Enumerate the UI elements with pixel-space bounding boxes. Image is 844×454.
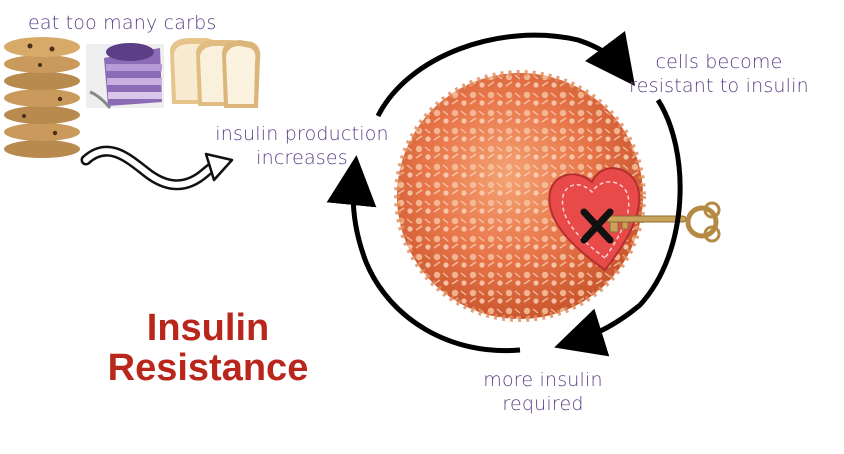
label-eat-carbs: eat too many carbs [28,12,217,34]
cycle-arrow-right [554,98,683,357]
cake-slice-image [86,43,164,109]
label-more-insulin-line-1: more insulin [483,369,603,391]
label-insulin-production-line-2: increases [256,147,348,169]
label-cells-resistant-line-1: cells become [655,51,783,73]
label-cells-resistant: cells become resistant to insulin [612,50,826,98]
title-line-1: Insulin [146,307,270,349]
x-mark-icon [580,208,614,244]
bread-slices-image [170,38,261,108]
label-more-insulin-line-2: required [502,393,584,415]
label-more-insulin: more insulin required [468,368,618,416]
cycle-arrows [326,30,683,357]
cookie-stack-image [4,37,80,158]
key-icon [605,201,721,243]
cycle-arrow-top [375,30,636,118]
label-cells-resistant-line-2: resistant to insulin [629,75,809,97]
label-insulin-production: insulin production increases [204,122,400,170]
wavy-arrow-icon [80,145,234,191]
label-insulin-production-line-1: insulin production [215,123,389,145]
title-line-2: Resistance [107,347,309,389]
cycle-arrow-bottom [326,155,521,354]
page-title: Insulin Resistance [78,308,338,388]
cell-image [394,70,646,322]
